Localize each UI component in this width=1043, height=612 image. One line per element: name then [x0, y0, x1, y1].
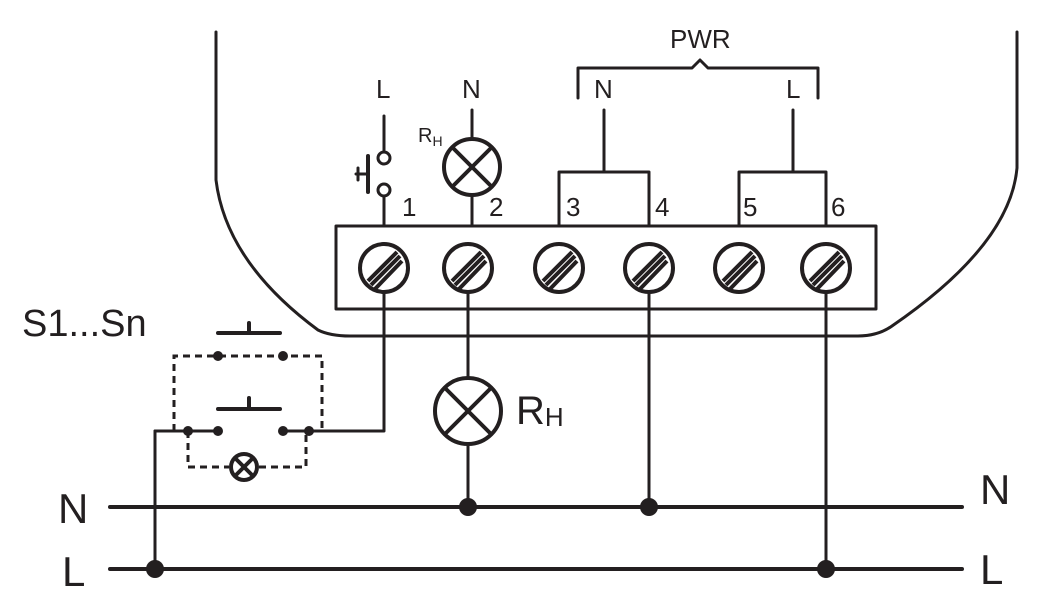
bus-n-label-right: N: [980, 466, 1010, 513]
indicator-lamp-icon: [229, 452, 259, 482]
terminal-number-5: 5: [743, 192, 757, 222]
terminal-number-3: 3: [566, 192, 580, 222]
switches-label: S1...Sn: [22, 303, 147, 345]
terminal-screw-6: [800, 242, 852, 294]
terminal-screws: [358, 242, 852, 294]
dashed-parallel-switches: [172, 354, 324, 431]
terminal-number-1: 1: [402, 192, 416, 222]
terminal-screw-1: [358, 242, 410, 294]
lamp-small-label: RH: [418, 125, 443, 149]
top-n-label: N: [462, 74, 481, 104]
junction-l-terminal-6: [817, 560, 835, 578]
lamp-large-icon: [433, 376, 503, 446]
pushbutton-sn: [213, 396, 288, 436]
bus-l-label-left: L: [62, 548, 85, 595]
lamp-large-label: RH: [516, 389, 564, 433]
device-housing: [214, 30, 1019, 338]
terminal-number-2: 2: [489, 192, 503, 222]
junction-n-terminal-4: [640, 498, 658, 516]
pwr-n-label: N: [594, 74, 613, 104]
dashed-indicator-loop: [186, 431, 308, 469]
bus-l-label-right: L: [980, 546, 1003, 593]
bridge-5-6: [737, 170, 828, 228]
terminal-screw-4: [623, 242, 675, 294]
terminal-number-6: 6: [831, 192, 845, 222]
terminal-block: [334, 224, 878, 311]
junction-n-lamp: [459, 498, 477, 516]
junction-l-switches: [146, 560, 164, 578]
wire-terminal-1-to-switches: [307, 290, 386, 433]
local-pushbutton: [354, 114, 392, 228]
terminal-screw-5: [713, 242, 765, 294]
pwr-label: PWR: [670, 24, 731, 54]
pwr-l-label: L: [786, 74, 800, 104]
pwr-bracket: [576, 58, 820, 100]
bus-n-label-left: N: [58, 485, 88, 532]
terminal-screw-2: [442, 242, 494, 294]
top-l-label: L: [376, 74, 390, 104]
lamp-small-icon: [442, 137, 502, 197]
terminal-screw-3: [533, 242, 585, 294]
terminal-number-4: 4: [655, 192, 669, 222]
